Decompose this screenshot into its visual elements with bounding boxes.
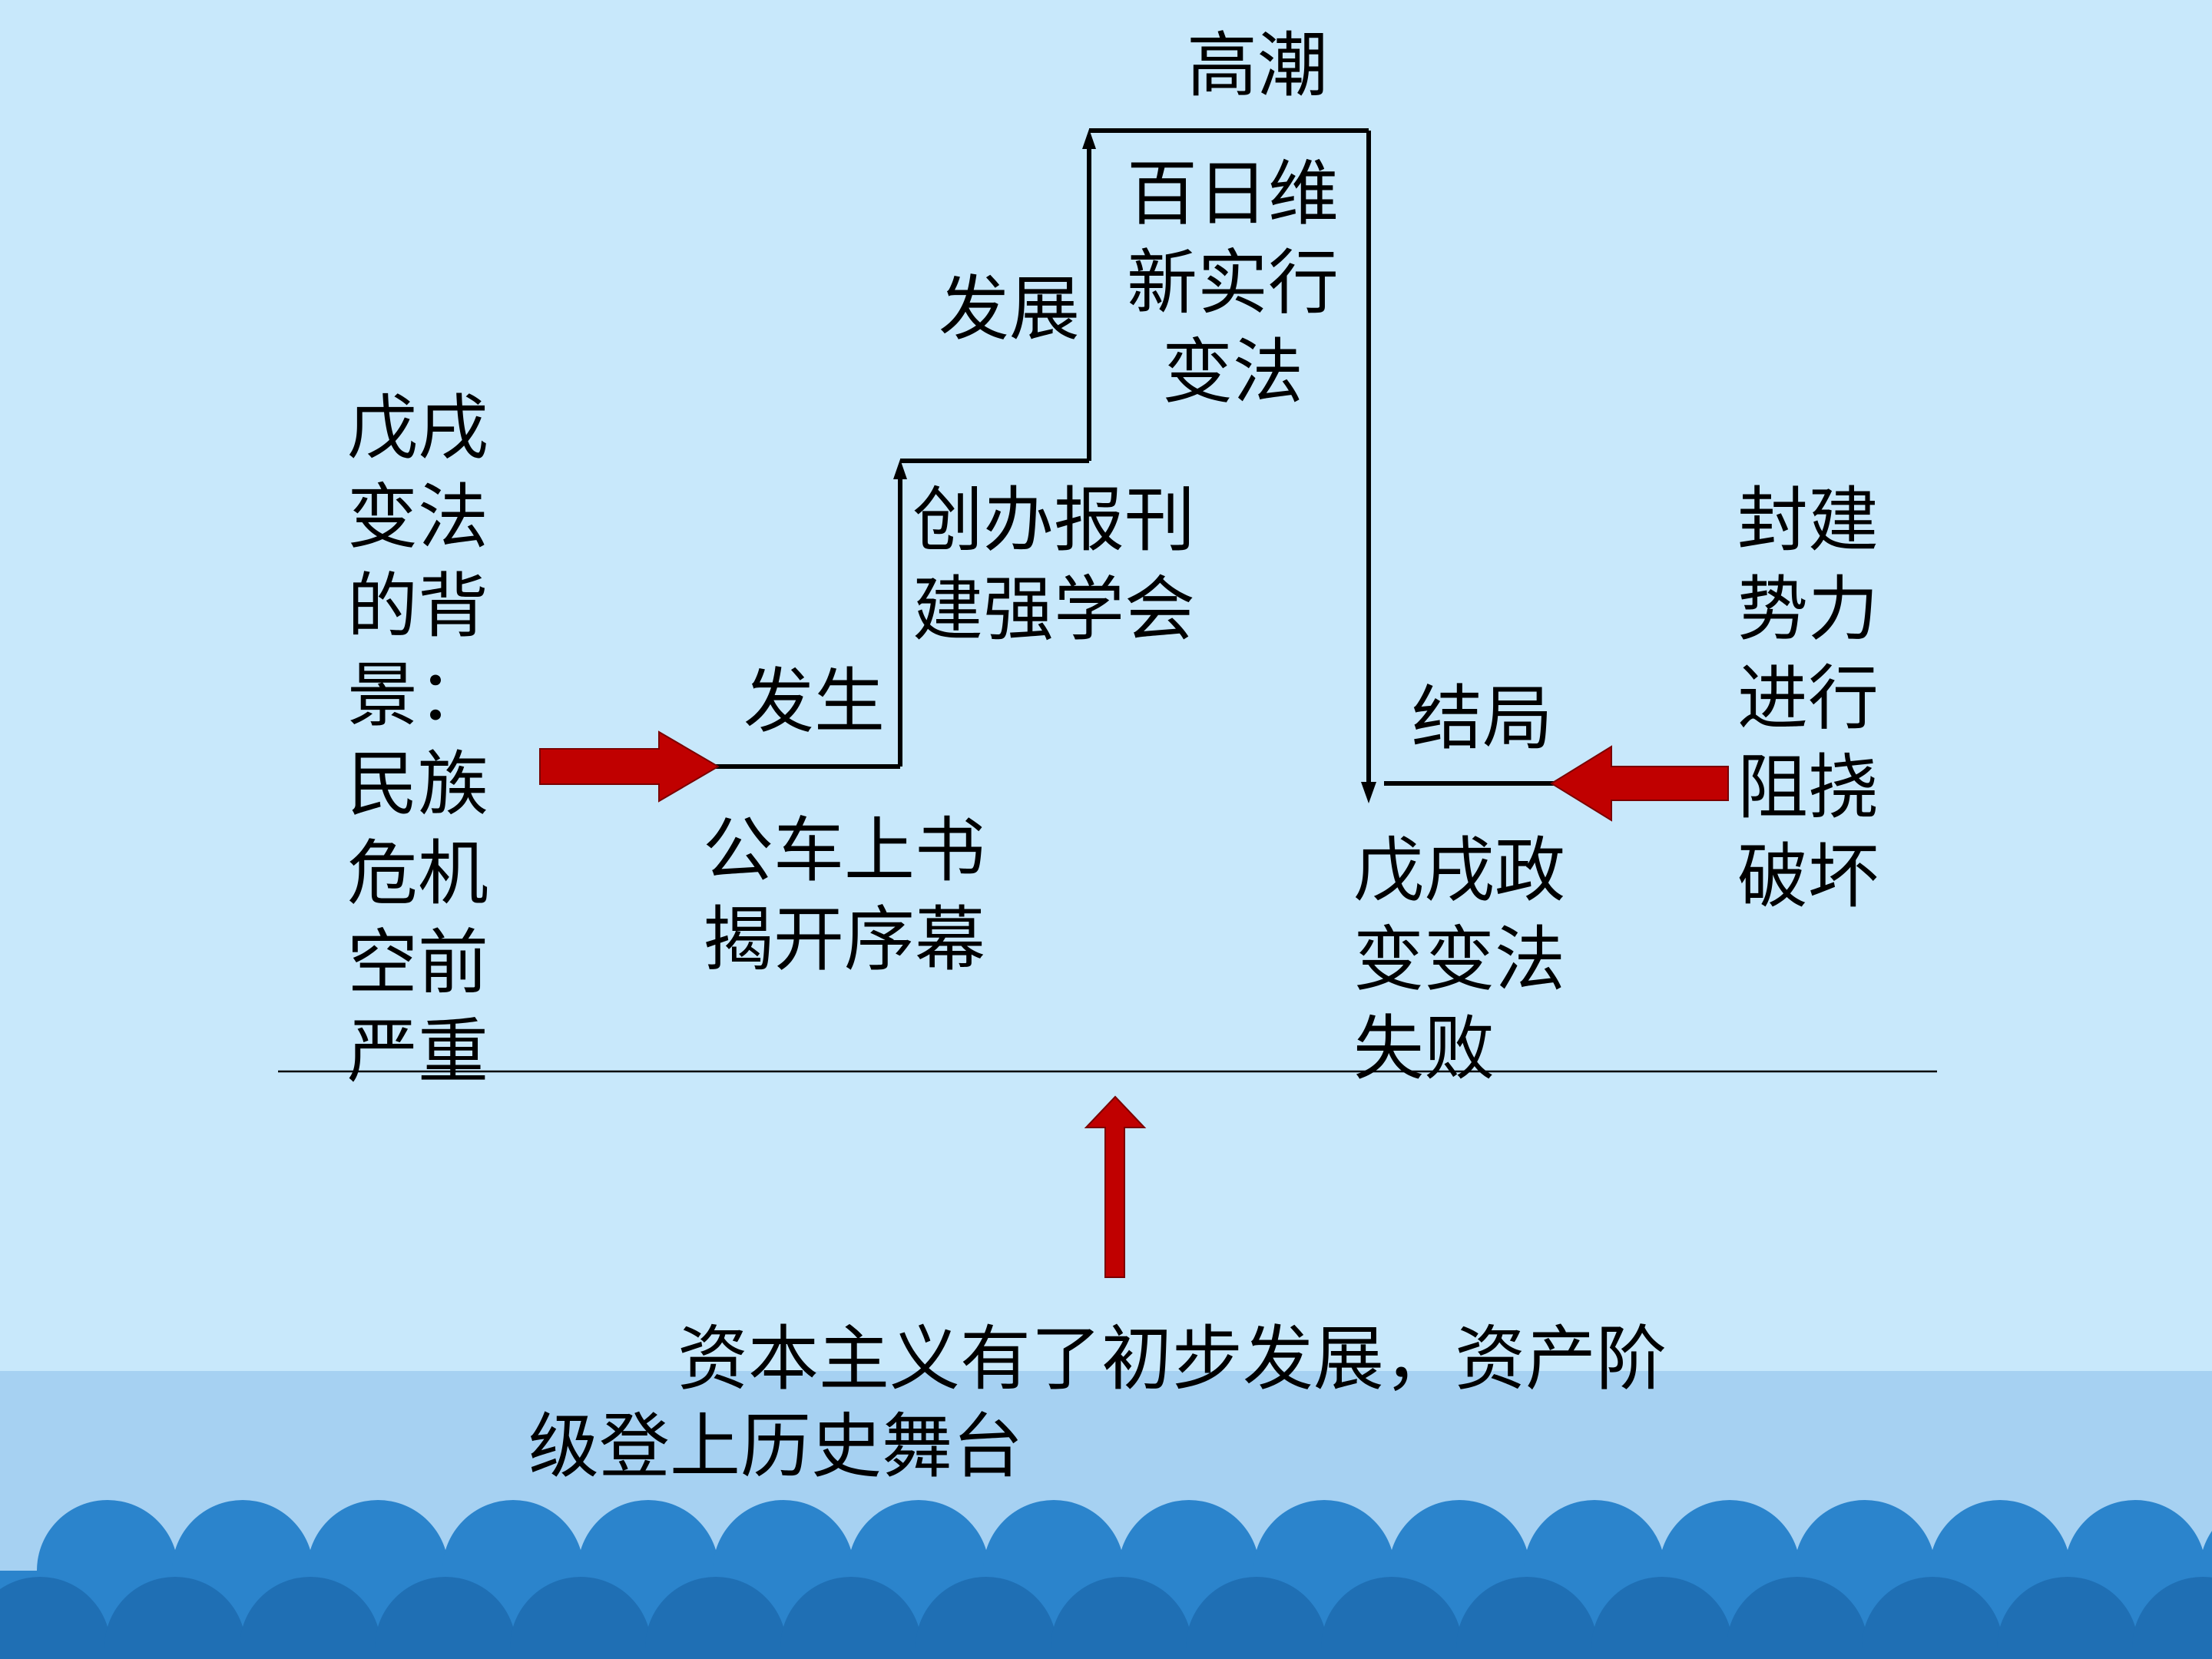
label-climax: 高潮 (1187, 25, 1329, 107)
label-capitalism-line1: 资本主义有了初步发展，资产阶 (677, 1318, 1667, 1400)
wave-crest-front (375, 1577, 516, 1659)
label-press: 创办报刊 建强学会 (912, 479, 1196, 651)
wave-crest-front (916, 1577, 1057, 1659)
wave-crest-front (1456, 1577, 1598, 1659)
label-reform: 百日维 新实行 变法 (1126, 153, 1339, 413)
label-outcome: 结局 (1412, 677, 1554, 760)
wave-crest-front (1862, 1577, 2003, 1659)
wave-crest-front (1051, 1577, 1192, 1659)
wave-crest-front (645, 1577, 786, 1659)
wave-crest-front (510, 1577, 651, 1659)
label-coup: 戊戌政 变变法 失败 (1353, 830, 1566, 1090)
label-capitalism-line2: 级登上历史舞台 (528, 1406, 1024, 1488)
wave-crest-front (1591, 1577, 1733, 1659)
label-background: 戊戌 变法 的背 景： 民族 危机 空前 严重 (347, 387, 489, 1093)
wave-crest-front (1186, 1577, 1327, 1659)
wave-crest-front (1997, 1577, 2138, 1659)
wave-crest-front-base (0, 1647, 2212, 1659)
wave-crest-front (240, 1577, 381, 1659)
step-develop-arrowhead (1082, 129, 1096, 149)
red-arrow-left (1550, 745, 1729, 822)
label-occur: 发生 (743, 661, 886, 743)
wave-crest-front (104, 1577, 246, 1659)
wave-crest-front (1321, 1577, 1462, 1659)
wave-row-front (0, 1577, 2212, 1659)
red-arrow-up (1084, 1095, 1147, 1278)
label-petition: 公车上书 揭开序幕 (703, 810, 986, 981)
wave-crest-front (780, 1577, 922, 1659)
step-fall-arrowhead (1361, 782, 1376, 803)
wave-crest-front (1727, 1577, 1868, 1659)
label-develop: 发展 (939, 268, 1081, 350)
wave-crest-front (2132, 1577, 2212, 1659)
red-arrow-right (539, 730, 720, 803)
wave-crest-front (0, 1577, 111, 1659)
step-occur-arrowhead (893, 459, 907, 479)
label-feudal: 封建 势力 进行 阻挠 破坏 (1737, 479, 1879, 918)
